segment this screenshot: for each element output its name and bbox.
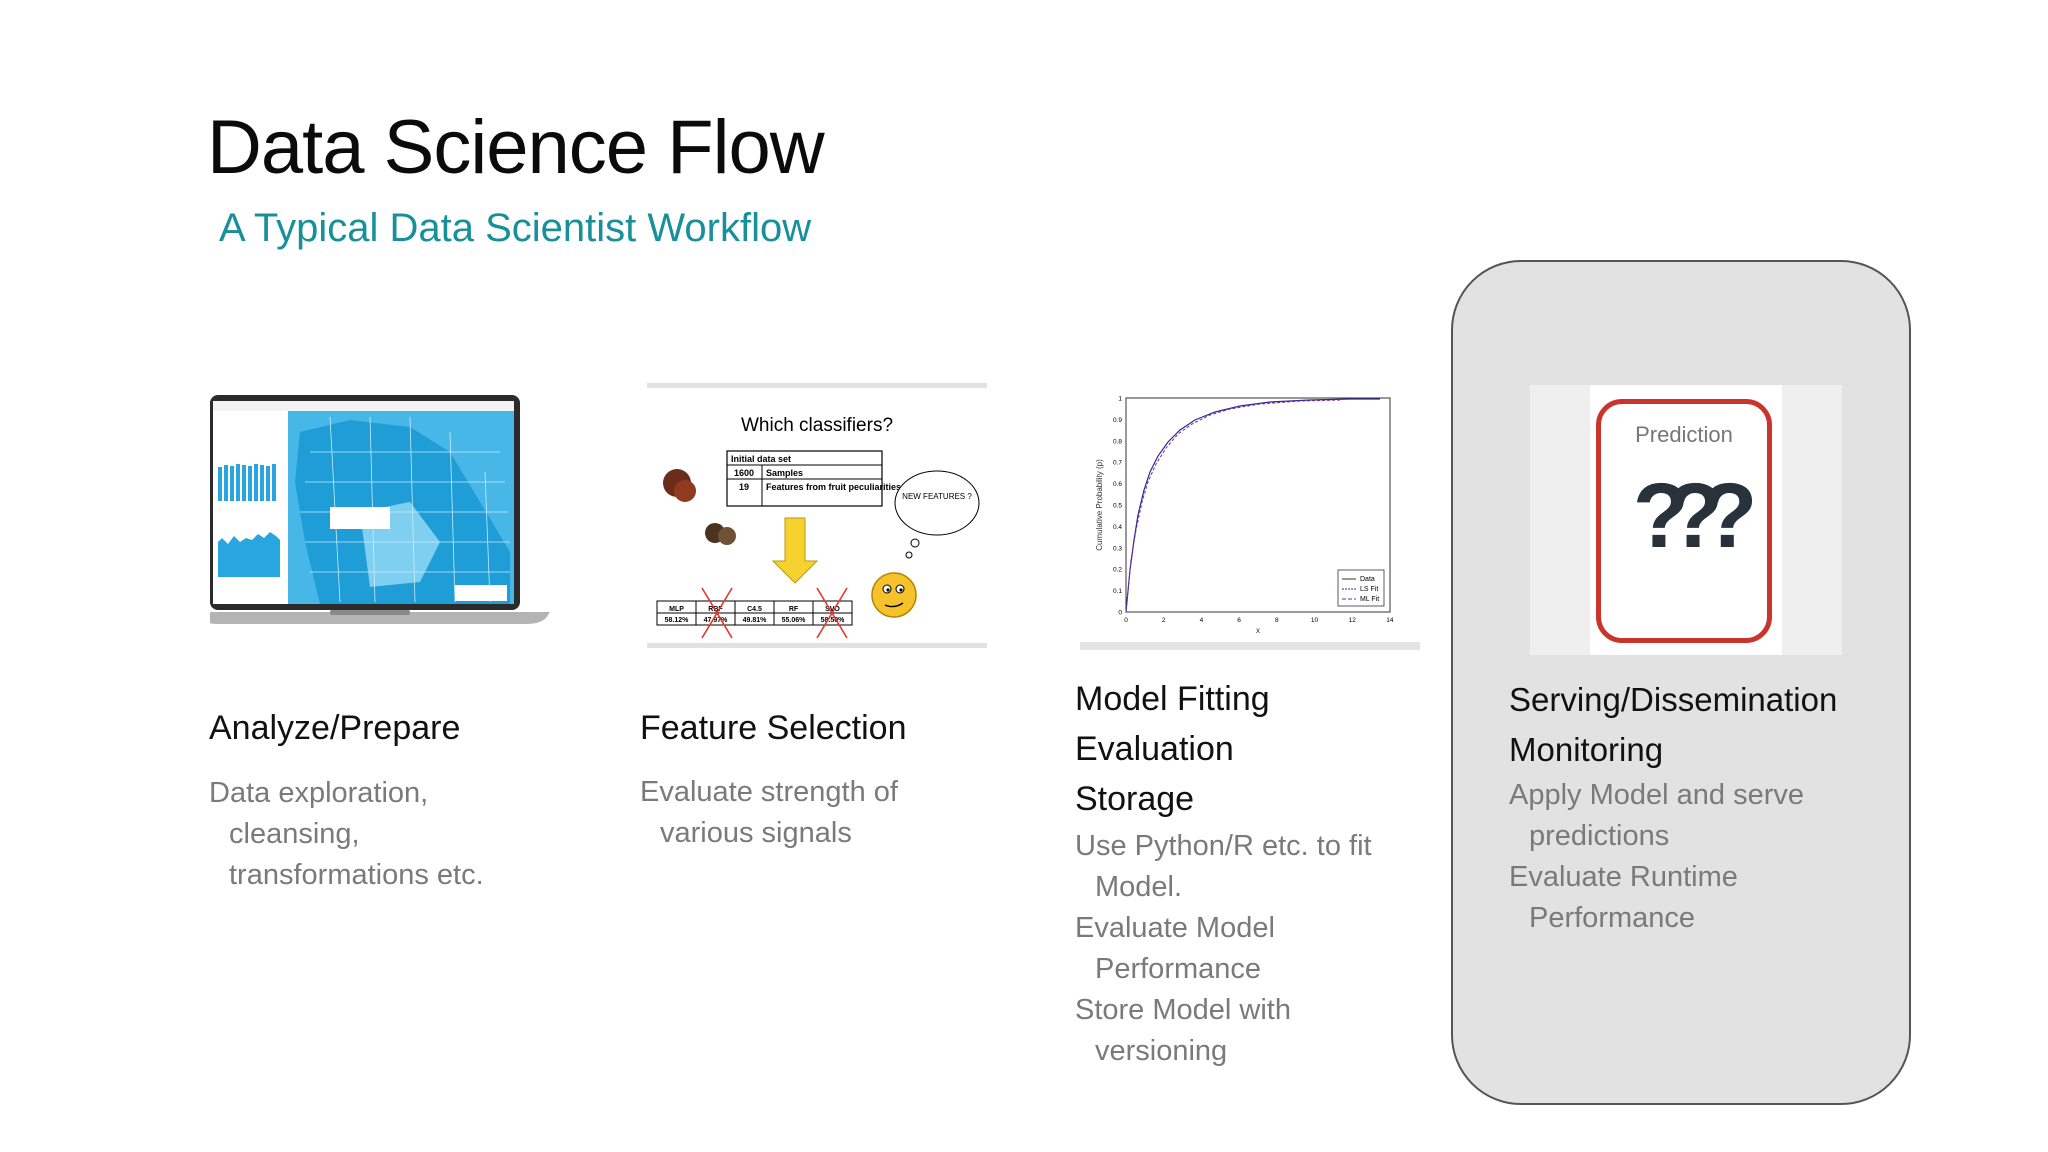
x-tick-label: 6 xyxy=(1237,617,1241,624)
result-header: C4.5 xyxy=(747,606,762,613)
table-cell: Samples xyxy=(766,468,803,478)
bullet-text: Evaluate strength of various signals xyxy=(640,776,898,849)
y-tick-label: 0 xyxy=(1118,610,1122,617)
prediction-label: Prediction xyxy=(1635,422,1733,447)
result-value: 58.50% xyxy=(821,617,846,624)
table-cell: 19 xyxy=(739,482,749,492)
x-tick-label: 10 xyxy=(1311,617,1319,624)
prediction-card: Prediction ??? xyxy=(1596,399,1772,643)
column-analyze: Analyze/Prepare Data exploration, cleans… xyxy=(209,703,549,896)
y-tick-label: 0.1 xyxy=(1113,588,1122,595)
table-title: Initial data set xyxy=(731,454,791,464)
result-value: 47.97% xyxy=(704,617,729,624)
bubble-text: NEW FEATURES ? xyxy=(902,492,972,501)
y-tick-label: 0.8 xyxy=(1113,438,1122,445)
column-heading: Monitoring xyxy=(1509,731,1664,768)
bullet-text: Apply Model and serve predictions xyxy=(1509,779,1804,852)
x-tick-label: 4 xyxy=(1200,617,1204,624)
y-tick-label: 0.6 xyxy=(1113,481,1122,488)
feature-selection-figure: Which classifiers? Initial data set 1600… xyxy=(647,383,987,648)
column-heading: Evaluation xyxy=(1075,730,1234,768)
result-header: RBF xyxy=(708,606,723,613)
x-tick-label: 12 xyxy=(1349,617,1357,624)
result-value: 55.06% xyxy=(782,617,807,624)
column-model-fitting: Model Fitting Evaluation Storage Use Pyt… xyxy=(1075,674,1405,1072)
legend-entry: Data xyxy=(1360,576,1375,583)
y-tick-label: 0.9 xyxy=(1113,417,1122,424)
column-heading: Model Fitting xyxy=(1075,680,1270,718)
legend-entry: ML Fit xyxy=(1360,596,1379,603)
cdf-plot-figure: Cumulative Probability (p) x 0 0.1 0.2 0.3 0… xyxy=(1080,390,1420,650)
y-tick-label: 0.4 xyxy=(1113,524,1122,531)
bullet-text: Evaluate Model Performance xyxy=(1075,912,1275,985)
x-tick-label: 8 xyxy=(1275,617,1279,624)
x-tick-label: 0 xyxy=(1124,617,1128,624)
result-header: SVO xyxy=(825,606,840,613)
x-axis-label: x xyxy=(1256,626,1260,635)
bullet-text: Store Model with versioning xyxy=(1075,994,1291,1067)
column-heading: Analyze/Prepare xyxy=(209,709,461,747)
question-marks-icon: ??? xyxy=(1632,465,1758,567)
bullet-text: Use Python/R etc. to fit Model. xyxy=(1075,830,1372,903)
column-heading: Storage xyxy=(1075,780,1195,818)
legend-entry: LS Fit xyxy=(1360,586,1378,593)
column-serving: Serving/Dissemination Monitoring Apply M… xyxy=(1509,675,1904,939)
y-tick-label: 1 xyxy=(1118,396,1122,403)
table-cell: 1600 xyxy=(734,468,754,478)
result-header: RF xyxy=(789,606,799,613)
table-cell: Features from fruit peculiarities xyxy=(766,482,901,492)
y-tick-label: 0.3 xyxy=(1113,545,1122,552)
slide-subtitle: A Typical Data Scientist Workflow xyxy=(219,206,812,250)
bullet-text: Evaluate Runtime Performance xyxy=(1509,861,1738,934)
result-header: MLP xyxy=(669,606,684,613)
bullet-text: Data exploration, cleansing, transformat… xyxy=(209,777,484,891)
laptop-map-icon xyxy=(204,392,550,632)
column-feature-selection: Feature Selection Evaluate strength of v… xyxy=(640,703,970,854)
figure-title: Which classifiers? xyxy=(741,415,893,436)
y-tick-label: 0.5 xyxy=(1113,503,1122,510)
x-tick-label: 2 xyxy=(1162,617,1166,624)
result-value: 49.81% xyxy=(743,617,768,624)
x-tick-label: 14 xyxy=(1386,617,1394,624)
y-tick-label: 0.7 xyxy=(1113,460,1122,467)
slide-title: Data Science Flow xyxy=(207,105,825,190)
y-tick-label: 0.2 xyxy=(1113,567,1122,574)
y-axis-label: Cumulative Probability (p) xyxy=(1095,459,1104,551)
column-heading: Serving/Dissemination xyxy=(1509,681,1838,718)
prediction-figure: Prediction ??? xyxy=(1530,385,1842,655)
column-heading: Feature Selection xyxy=(640,709,907,747)
result-value: 58.12% xyxy=(665,617,690,624)
